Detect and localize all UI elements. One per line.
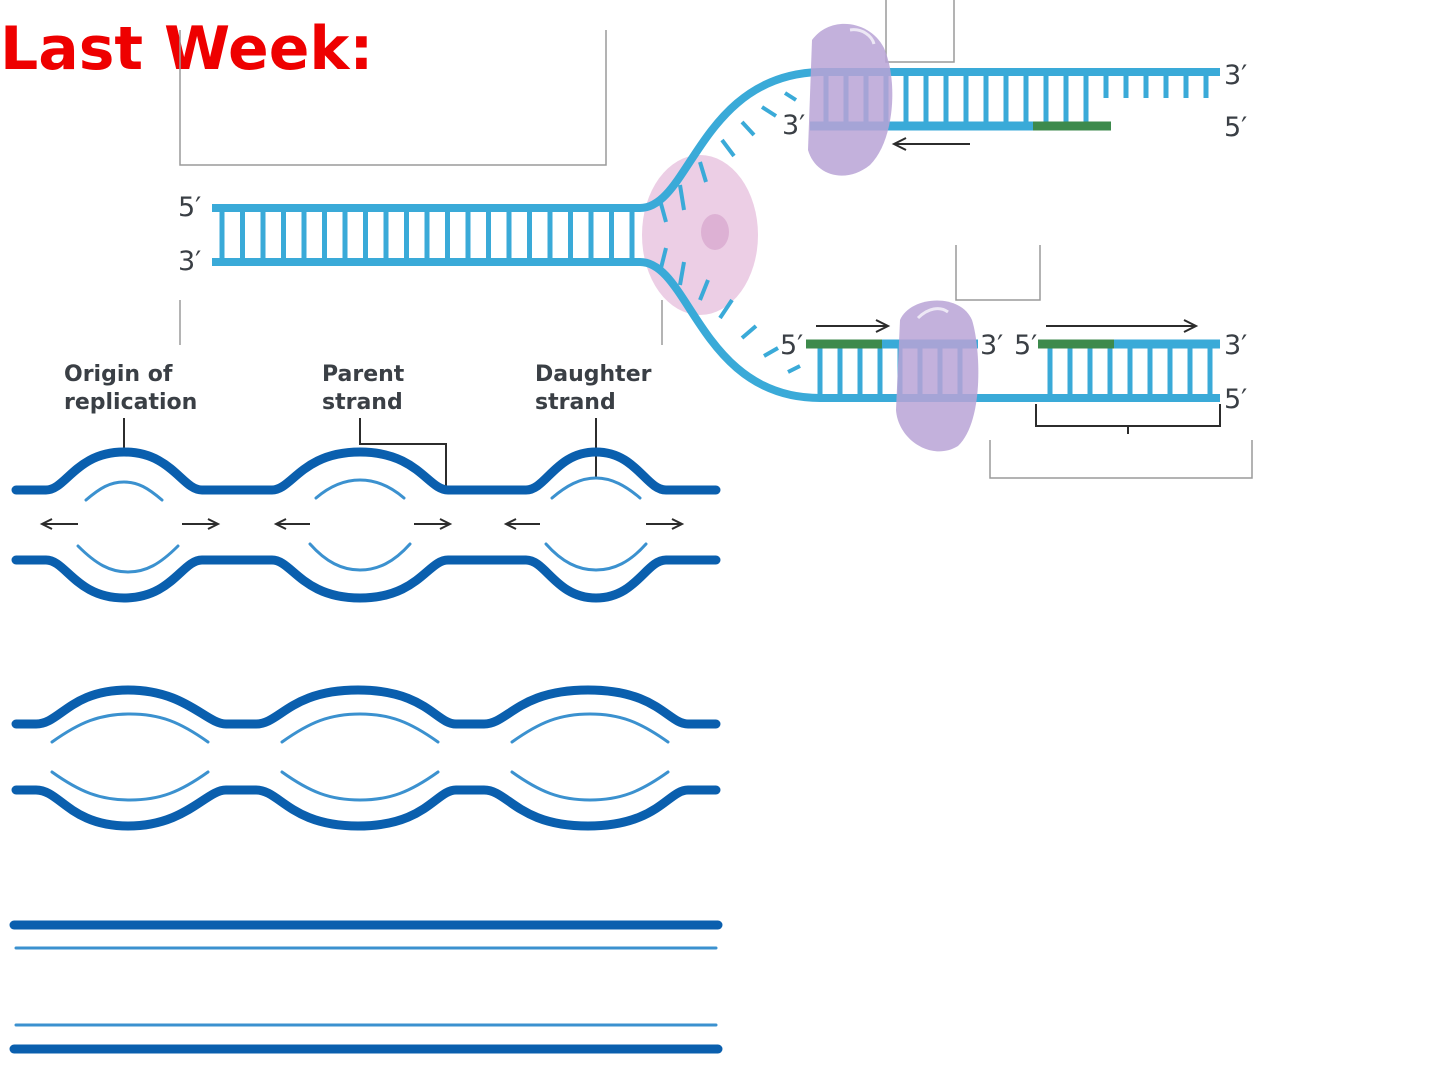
left-top-end-label: 5′ xyxy=(178,192,201,223)
replicated-daughter-duplexes xyxy=(9,920,723,1054)
helicase-enzyme xyxy=(642,155,758,315)
leading-template-right-label: 5′ xyxy=(1224,112,1247,143)
leading-new-end-label: 3′ xyxy=(782,110,805,141)
blank-label-boxes xyxy=(179,0,1253,479)
slide-title: Last Week: xyxy=(0,14,374,84)
fragment1-left-label: 5′ xyxy=(780,330,803,361)
bubble-fork-direction-arrows xyxy=(39,518,685,530)
lagging-bottom-right-label: 5′ xyxy=(1224,384,1247,415)
leading-top-right-label: 3′ xyxy=(1224,60,1247,91)
lagging-strand xyxy=(806,339,1221,434)
left-bottom-end-label: 3′ xyxy=(178,246,201,277)
replication-bubbles-expanding xyxy=(11,685,721,831)
synthesis-direction-arrows xyxy=(816,137,1199,333)
parental-duplex-rungs xyxy=(219,212,635,258)
dna-polymerase-leading xyxy=(808,23,893,176)
fragment2-left-label: 5′ xyxy=(1014,330,1037,361)
fragment1-right-label: 3′ xyxy=(980,330,1003,361)
parental-dna-strands xyxy=(212,68,1220,402)
replication-bubbles-early xyxy=(11,447,721,603)
lagging-top-right-label: 3′ xyxy=(1224,330,1247,361)
dna-polymerase-lagging xyxy=(896,300,979,452)
